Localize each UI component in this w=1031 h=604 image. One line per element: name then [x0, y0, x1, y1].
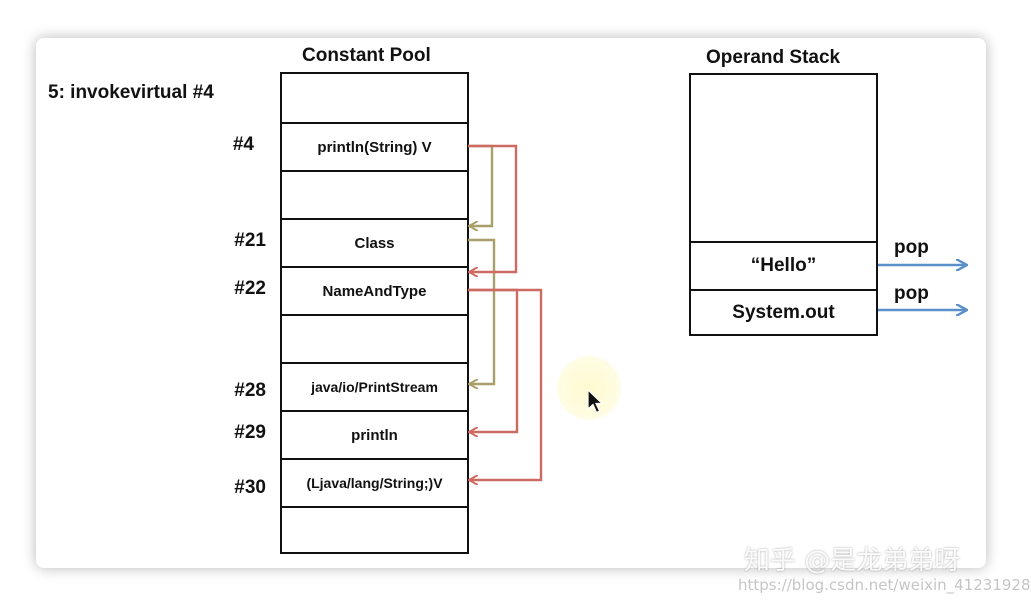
arrow-22-to-30: [468, 288, 543, 480]
mouse-cursor-icon: [587, 388, 604, 414]
cp-row-5: [282, 314, 467, 362]
cp-row-9: [282, 506, 467, 552]
index-21: #21: [234, 230, 266, 251]
cp-row-30: (Ljava/lang/String;)V: [282, 458, 467, 506]
arrow-4-to-21: [468, 144, 494, 226]
index-28: #28: [234, 380, 266, 401]
cp-row-28: java/io/PrintStream: [282, 362, 467, 410]
constant-pool-title: Constant Pool: [302, 45, 431, 66]
operand-stack-title: Operand Stack: [706, 47, 841, 68]
watermark-url: https://blog.csdn.net/weixin_41231928: [738, 576, 1031, 594]
watermark-zhihu: 知乎 @是龙弟弟呀: [744, 546, 961, 576]
stack-item-hello: “Hello”: [691, 241, 876, 289]
index-4: #4: [232, 134, 254, 155]
index-22: #22: [234, 278, 266, 299]
cp-row-4: println(String) V: [282, 122, 467, 170]
instruction-label: 5: invokevirtual #4: [48, 82, 214, 103]
index-29: #29: [234, 422, 266, 443]
constant-pool-table: println(String) V Class NameAndType java…: [280, 72, 469, 554]
arrow-4-to-22: [468, 144, 518, 272]
cp-row-22: NameAndType: [282, 266, 467, 314]
cursor-highlight: [557, 356, 621, 420]
cp-row-2: [282, 170, 467, 218]
pop-label-system-out: pop: [894, 283, 929, 304]
arrow-22-to-29: [468, 288, 519, 432]
cp-row-21: Class: [282, 218, 467, 266]
pop-label-hello: pop: [894, 237, 929, 258]
cp-row-29: println: [282, 410, 467, 458]
operand-stack-table: “Hello” System.out: [689, 73, 878, 336]
stack-item-system-out: System.out: [691, 289, 876, 334]
arrow-21-to-28: [468, 238, 496, 384]
index-30: #30: [234, 477, 266, 498]
